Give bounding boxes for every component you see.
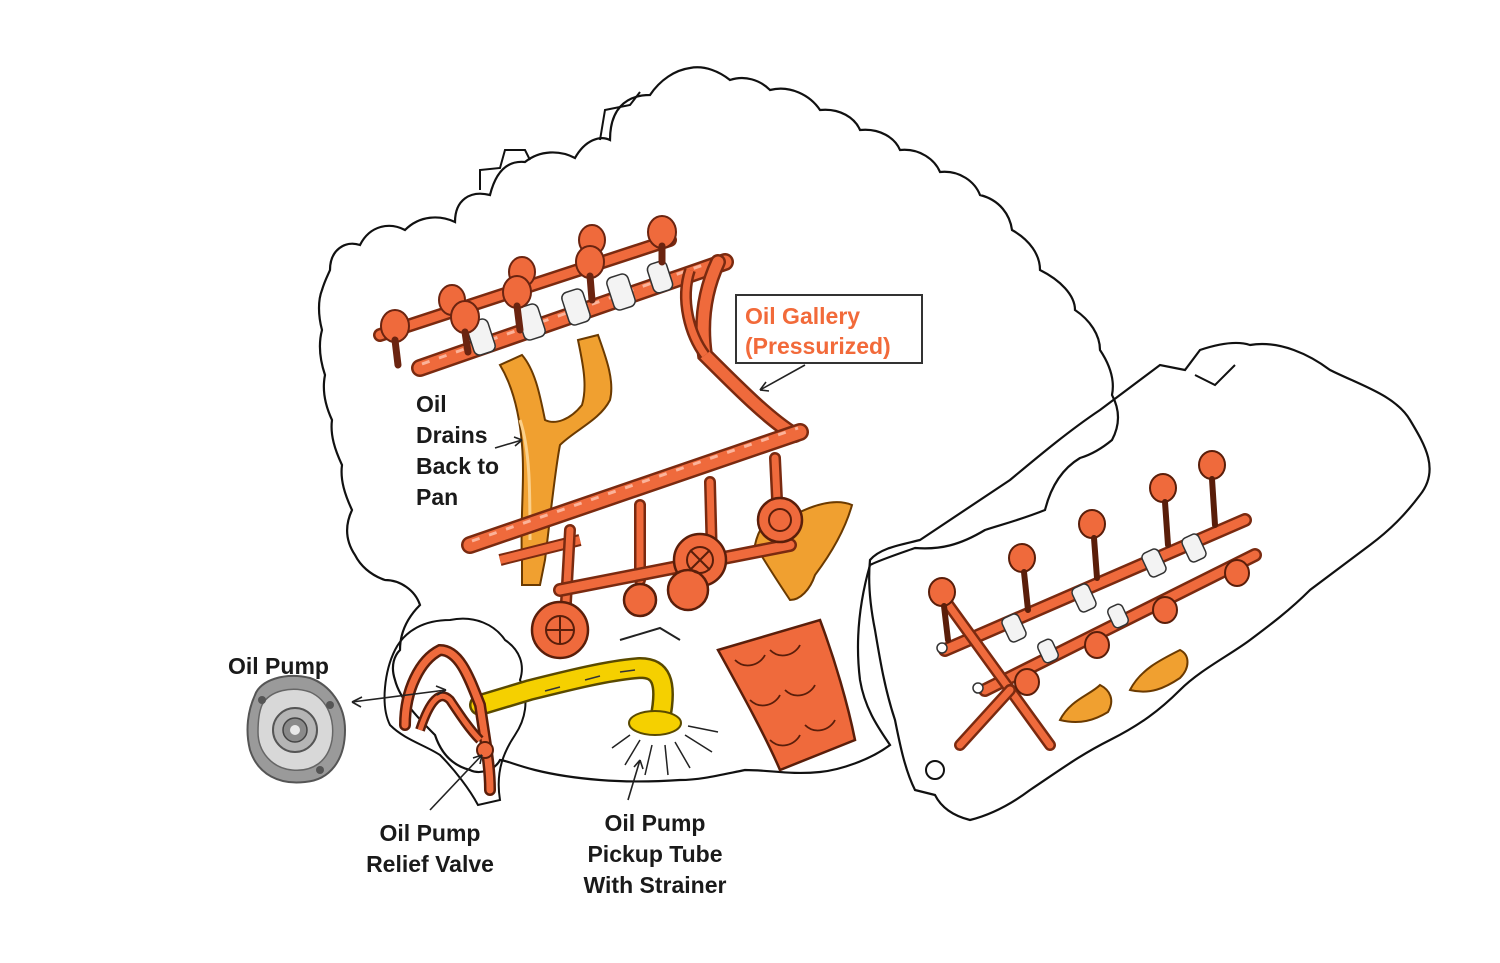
oil-filter <box>716 618 857 772</box>
cylinder-head-outline <box>868 341 1431 822</box>
cylinder-head-gallery <box>928 450 1262 751</box>
relief-valve-label: Oil Pump Relief Valve <box>350 818 510 880</box>
leader-lines <box>351 364 806 811</box>
oil-gallery-label-line1: Oil Gallery <box>745 303 861 329</box>
pump-housing-outline <box>383 617 527 807</box>
oil-drains-line1: Oil <box>416 391 447 417</box>
relief-valve-line1: Oil Pump <box>379 820 481 846</box>
oil-gallery-label-line2: (Pressurized) <box>745 333 891 359</box>
oil-drains-line2: Drains <box>416 422 488 448</box>
pump-passages <box>399 643 496 796</box>
pickup-tube-line1: Oil Pump <box>604 810 706 836</box>
oil-gallery-upper <box>373 215 803 443</box>
relief-valve-line2: Relief Valve <box>366 851 494 877</box>
oil-pump-icon <box>246 674 347 784</box>
oil-drains-label: Oil Drains Back to Pan <box>416 389 499 513</box>
pickup-tube-label: Oil Pump Pickup Tube With Strainer <box>560 808 750 901</box>
oil-gallery-main <box>461 423 809 660</box>
oil-drains-line3: Back to <box>416 453 500 479</box>
pickup-tube-line3: With Strainer <box>583 872 727 898</box>
pickup-tube <box>469 656 719 776</box>
engine-block-outline <box>317 66 1120 783</box>
oil-drains-line4: Pan <box>416 484 459 510</box>
pickup-tube-line2: Pickup Tube <box>587 841 723 867</box>
oil-gallery-label: Oil Gallery (Pressurized) <box>735 294 923 364</box>
oil-pump-label: Oil Pump <box>228 653 329 679</box>
